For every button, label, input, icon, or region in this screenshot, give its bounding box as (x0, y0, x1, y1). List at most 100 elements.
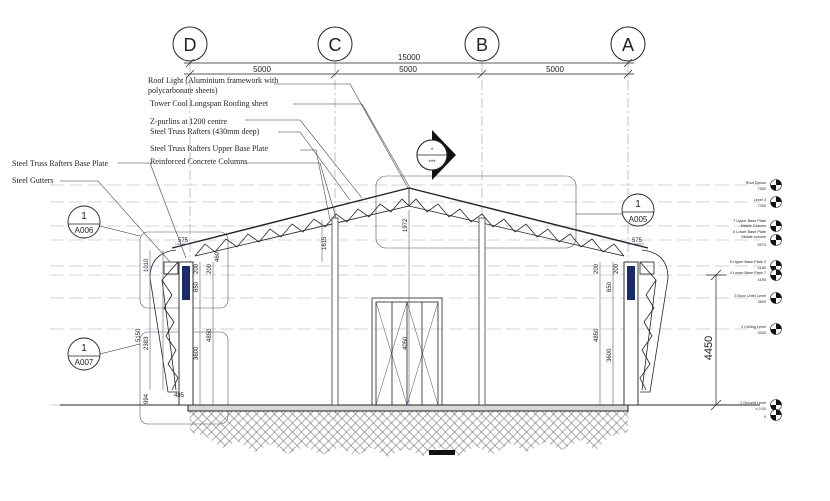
grid-lines (189, 62, 629, 420)
level-tag-upper-base-plate: 7 Upper Base Plate Middle Column (733, 219, 782, 232)
floor-slab (187, 404, 629, 412)
dim-left-v2: 2383 (144, 336, 150, 350)
dim-left-outer: 575 (178, 238, 189, 244)
overall-dimension: 15000 (398, 53, 421, 62)
annotation-z-purlins: Z-purlins at 1200 centre (150, 117, 228, 126)
svg-text:7 Upper Base Plate: 7 Upper Base Plate (733, 219, 766, 223)
svg-text:4180: 4180 (758, 266, 766, 270)
svg-text:5 Upper Base Plate 2: 5 Upper Base Plate 2 (730, 260, 766, 264)
dim-right-total: 4450 (703, 336, 715, 360)
section-marker: * *** (416, 130, 456, 180)
annotation-upper-base-plate: Steel Truss Rafters Upper Base Plate (150, 144, 268, 153)
bay-dimension-1: 5000 (253, 65, 271, 74)
annotations: Roof Light (Aluminium framework with pol… (12, 76, 278, 185)
section-marker-bottom: *** (428, 160, 436, 166)
grid-bubble-c: C (317, 26, 353, 62)
door (371, 297, 443, 406)
svg-text:Roof Datum: Roof Datum (746, 181, 766, 185)
callout-a007-num: 1 (81, 343, 87, 354)
grid-label-a: A (622, 35, 634, 55)
svg-text:0: 0 (764, 415, 766, 419)
svg-text:3 Door Lintel Level: 3 Door Lintel Level (734, 294, 766, 298)
svg-text:3900: 3900 (758, 300, 766, 304)
annotation-roof-light-1: Roof Light (Aluminium framework with (148, 76, 278, 85)
dim-left-in7: 485 (174, 393, 185, 399)
level-tag-lower-base-plate: 6 Lower Base Plate Middle column 5973 (733, 230, 782, 247)
section-cut-mark (429, 450, 455, 455)
annotation-roofing-sheet: Tower Cool Longspan Roofing sheet (150, 99, 269, 108)
annotation-steel-gutters: Steel Gutters (12, 176, 54, 185)
dim-right-in3: 200 (614, 263, 620, 274)
leader-lines (60, 83, 411, 263)
annotation-roof-light-2: polycarbonate sheets) (148, 86, 218, 95)
svg-text:4190: 4190 (758, 278, 766, 282)
grid-label-b: B (476, 35, 488, 55)
callout-a006-num: 1 (81, 211, 87, 222)
level-tag-level-3: Level 3 7300 (754, 196, 782, 208)
dim-left-v4: 994 (144, 393, 150, 404)
ground-hatch (190, 410, 628, 457)
bay-dimension-3: 5000 (546, 65, 564, 74)
level-tag-door-lintel: 3 Door Lintel Level 3900 (734, 292, 782, 304)
left-canopy (149, 249, 179, 393)
callout-a005: 1 A005 (576, 193, 655, 227)
level-tags: Roof Datum 7500 Level 3 7300 7 Upper Bas… (730, 179, 782, 421)
svg-text:Middle Column: Middle Column (741, 224, 766, 228)
level-tag-ground: 1 Ground Level ± 0.00 0 (740, 399, 782, 421)
grid-label-c: C (329, 35, 342, 55)
dim-right-in2: 650 (607, 281, 613, 292)
annotation-concrete-columns: Reinforced Concrete Columns (150, 157, 247, 166)
dim-left-in5: 3600 (194, 346, 200, 360)
section-marker-top: * (431, 148, 434, 154)
level-tag-roof-datum: Roof Datum 7500 (746, 179, 782, 191)
callout-a005-ref: A005 (629, 215, 648, 224)
dim-right-in4: 4850 (594, 328, 600, 342)
top-dimensions (184, 58, 634, 79)
grid-bubble-b: B (464, 26, 500, 62)
callout-a007-ref: A007 (75, 358, 94, 367)
dim-left-v1: 1010 (144, 258, 150, 272)
dim-left-in1: 200 (194, 263, 200, 274)
svg-text:Middle column: Middle column (742, 235, 766, 239)
grid-bubble-a: A (610, 26, 646, 62)
dim-left-in6: 460 (215, 251, 221, 262)
bay-dimension-2: 5000 (399, 65, 417, 74)
dim-left-in2: 650 (194, 281, 200, 292)
dim-truss-depth: 1615 (322, 236, 328, 250)
svg-text:5973: 5973 (758, 243, 766, 247)
svg-text:7500: 7500 (758, 187, 766, 191)
svg-text:1 Ground Level: 1 Ground Level (740, 401, 766, 405)
svg-text:7300: 7300 (758, 204, 766, 208)
level-tag-upper-base-plate-2: 5 Upper Base Plate 2 4180 (730, 260, 782, 272)
annotation-base-plate: Steel Truss Rafters Base Plate (12, 159, 108, 168)
svg-text:2 Ceiling Level: 2 Ceiling Level (741, 325, 766, 329)
callout-a005-num: 1 (635, 199, 641, 210)
dim-right-in1: 200 (594, 263, 600, 274)
svg-text:6 Lower Base Plate: 6 Lower Base Plate (733, 230, 766, 234)
svg-text:3300: 3300 (758, 331, 766, 335)
dim-center-door: 4050 (403, 336, 409, 350)
roof-truss (171, 187, 649, 257)
svg-text:Level 3: Level 3 (754, 198, 766, 202)
dim-left-in4: 4850 (207, 328, 213, 342)
grid-bubble-d: D (172, 26, 208, 62)
callout-a007: 1 A007 (67, 337, 141, 371)
level-tag-lower-base-plate-7: 4 Lower Base Plate 7 4190 (730, 269, 782, 282)
svg-text:4 Lower Base Plate 7: 4 Lower Base Plate 7 (730, 271, 766, 275)
callout-a006: 1 A006 (67, 205, 141, 239)
right-overall-dimension (706, 269, 726, 411)
callout-a006-ref: A006 (75, 226, 94, 235)
level-tag-ceiling: 2 Ceiling Level 3300 (741, 323, 782, 335)
columns (178, 217, 639, 406)
dim-center-rise: 1972 (403, 218, 409, 232)
annotation-truss-rafters: Steel Truss Rafters (430mm deep) (150, 127, 260, 136)
dim-left-in3: 200 (207, 263, 213, 274)
right-canopy (639, 249, 669, 393)
dim-right-outer: 575 (632, 238, 643, 244)
dim-right-in5: 3600 (607, 348, 613, 362)
grid-label-d: D (184, 35, 197, 55)
dim-left-v3: 5150 (136, 328, 142, 342)
svg-text:± 0.00: ± 0.00 (755, 407, 766, 411)
dimension-lines (149, 210, 644, 405)
